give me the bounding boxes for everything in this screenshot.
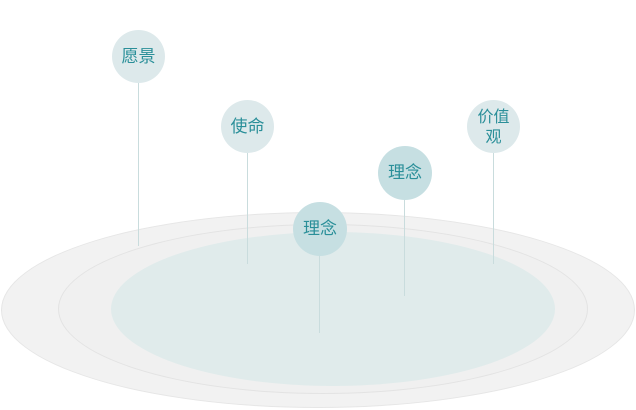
mission-stem <box>247 152 248 264</box>
philosophy-right-label: 理念 <box>388 163 422 183</box>
platform-inner-disc <box>111 232 555 386</box>
philosophy-right-pin[interactable]: 理念 <box>378 146 432 200</box>
mission-pin[interactable]: 使命 <box>221 100 274 153</box>
mission-label: 使命 <box>230 116 265 137</box>
values-stem <box>493 152 494 264</box>
philosophy-right-stem <box>404 199 405 296</box>
vision-pin[interactable]: 愿景 <box>112 30 165 83</box>
values-pin[interactable]: 价值观 <box>467 100 520 153</box>
philosophy-center-label: 理念 <box>303 219 337 239</box>
philosophy-center-pin[interactable]: 理念 <box>293 202 347 256</box>
vision-stem <box>138 82 139 246</box>
values-label: 价值观 <box>477 106 510 146</box>
vision-label: 愿景 <box>121 46 156 67</box>
philosophy-center-stem <box>319 255 320 333</box>
